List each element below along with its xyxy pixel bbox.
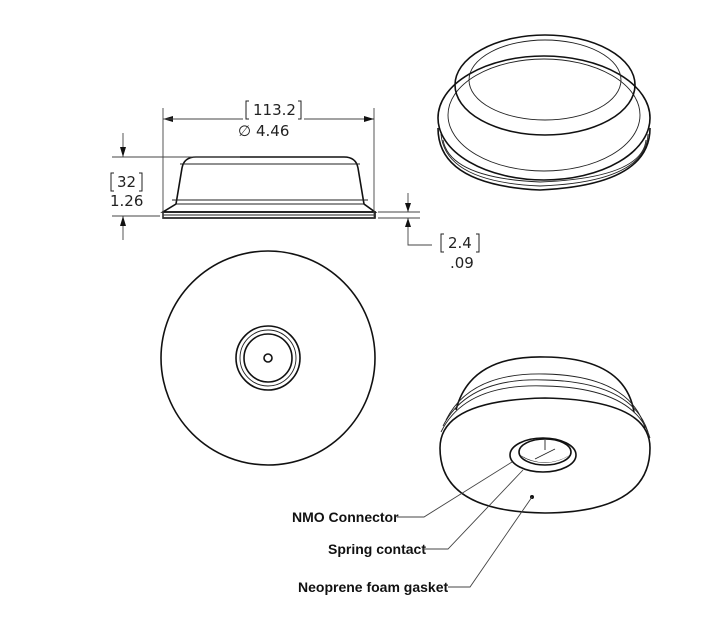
callout-spring-contact: Spring contact [328, 469, 524, 557]
side-view [160, 156, 378, 219]
svg-text:NMO Connector: NMO Connector [292, 509, 399, 525]
diameter-mm: 113.2 [253, 101, 296, 119]
callout-gasket: Neoprene foam gasket [298, 496, 533, 595]
svg-text:Neoprene foam gasket: Neoprene foam gasket [298, 579, 448, 595]
isometric-bottom-view [439, 356, 651, 514]
height-in: 1.26 [110, 192, 143, 210]
diameter-in: 4.46 [256, 122, 289, 140]
gasket-in: .09 [450, 254, 474, 272]
top-view [160, 250, 376, 466]
close-bracket [139, 172, 143, 192]
callout-nmo-connector: NMO Connector [292, 461, 513, 525]
diameter-symbol: ∅ [238, 122, 251, 140]
open-bracket [110, 172, 114, 192]
svg-text:Spring contact: Spring contact [328, 541, 426, 557]
close-bracket [298, 100, 302, 120]
gasket-mm: 2.4 [448, 234, 472, 252]
open-bracket [245, 100, 249, 120]
close-bracket [476, 233, 480, 253]
isometric-top-view [437, 34, 651, 191]
diameter-dimension: 113.2 ∅ 4.46 [162, 100, 375, 218]
gasket-dimension: 2.4 .09 [378, 193, 480, 272]
height-dimension: 32 1.26 [110, 133, 240, 240]
open-bracket [440, 233, 444, 253]
height-mm: 32 [117, 173, 136, 191]
